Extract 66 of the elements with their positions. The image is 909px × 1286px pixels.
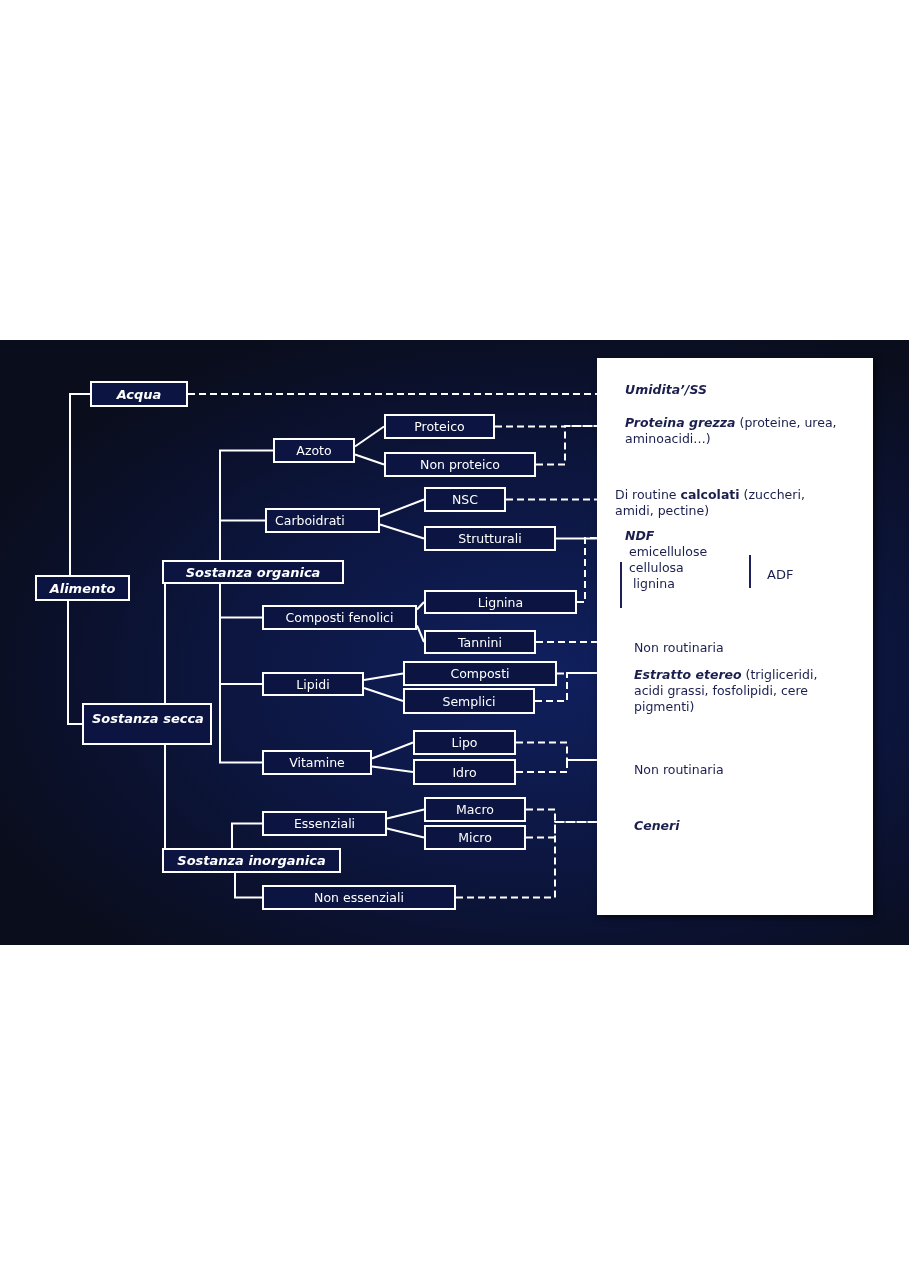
connector-line <box>219 519 266 561</box>
category-box: Composti <box>403 661 557 686</box>
category-box: Lignina <box>424 590 577 614</box>
category-box: Non proteico <box>384 452 536 477</box>
connector-line <box>556 672 598 675</box>
note-label: ADF <box>767 567 794 582</box>
note-text: Non routinaria <box>597 753 847 789</box>
category-box: Sostanza organica <box>162 560 344 584</box>
category-box: Strutturali <box>424 526 556 551</box>
note-text: Ceneri <box>597 813 847 839</box>
connector-line <box>416 601 425 611</box>
connector-line <box>363 687 404 702</box>
note-item: cellulosa <box>628 560 685 576</box>
category-box: Azoto <box>273 438 355 463</box>
note-text: Estratto etereo (trigliceridi, acidi grassi, fosfolipidi, cere pigmenti) <box>597 665 847 721</box>
connector-line <box>515 759 598 773</box>
connector-line <box>576 537 598 603</box>
category-box: Sostanza inorganica <box>162 848 341 873</box>
connector-line <box>386 827 425 839</box>
connector-line <box>234 872 263 899</box>
category-box: Proteico <box>384 414 495 439</box>
category-box: Essenziali <box>262 811 387 836</box>
category-box: Lipidi <box>262 672 364 696</box>
connector-line <box>455 821 598 899</box>
connector-line <box>416 624 425 643</box>
note-text: Non routinaria <box>597 634 847 660</box>
note-text: Proteina grezza (proteine, urea, aminoacidi…) <box>597 413 847 451</box>
category-box: NSC <box>424 487 506 512</box>
connector-line <box>67 600 83 725</box>
category-box: Lipo <box>413 730 516 755</box>
connector-line <box>164 583 166 704</box>
category-box: Idro <box>413 759 516 785</box>
category-box: Alimento <box>35 575 130 601</box>
connector-line <box>379 498 425 518</box>
category-box: Macro <box>424 797 526 822</box>
category-box: Acqua <box>90 381 188 407</box>
connector-line <box>371 741 414 760</box>
connector-line <box>534 672 598 702</box>
connector-line <box>164 744 166 849</box>
category-box: Sostanza secca <box>82 703 212 745</box>
notes-panel <box>597 358 873 915</box>
category-box: Vitamine <box>262 750 372 775</box>
connector-line <box>354 453 385 466</box>
connector-line <box>231 822 263 849</box>
category-box: Non essenziali <box>262 885 456 910</box>
connector-line <box>371 765 414 773</box>
connector-line <box>69 393 91 576</box>
connector-line <box>535 641 598 643</box>
connector-line <box>187 393 598 395</box>
connector-line <box>379 523 425 540</box>
connector-line <box>219 583 263 764</box>
connector-line <box>386 808 425 820</box>
connector-line <box>363 672 404 681</box>
category-box: Composti fenolici <box>262 605 417 630</box>
category-box: Carboidrati <box>265 508 380 533</box>
note-heading: NDF <box>625 528 656 544</box>
category-box: Tannini <box>424 630 536 654</box>
connector-line <box>555 537 598 540</box>
note-item: emicellulose <box>628 544 709 560</box>
category-box: Semplici <box>403 688 535 714</box>
connector-line <box>354 425 385 448</box>
connector-line <box>494 425 598 428</box>
note-item: lignina <box>632 576 676 592</box>
note-text: Di routine calcolati (zuccheri, amidi, pectine) <box>597 485 847 521</box>
connector-line <box>505 498 598 501</box>
category-box: Micro <box>424 825 526 850</box>
